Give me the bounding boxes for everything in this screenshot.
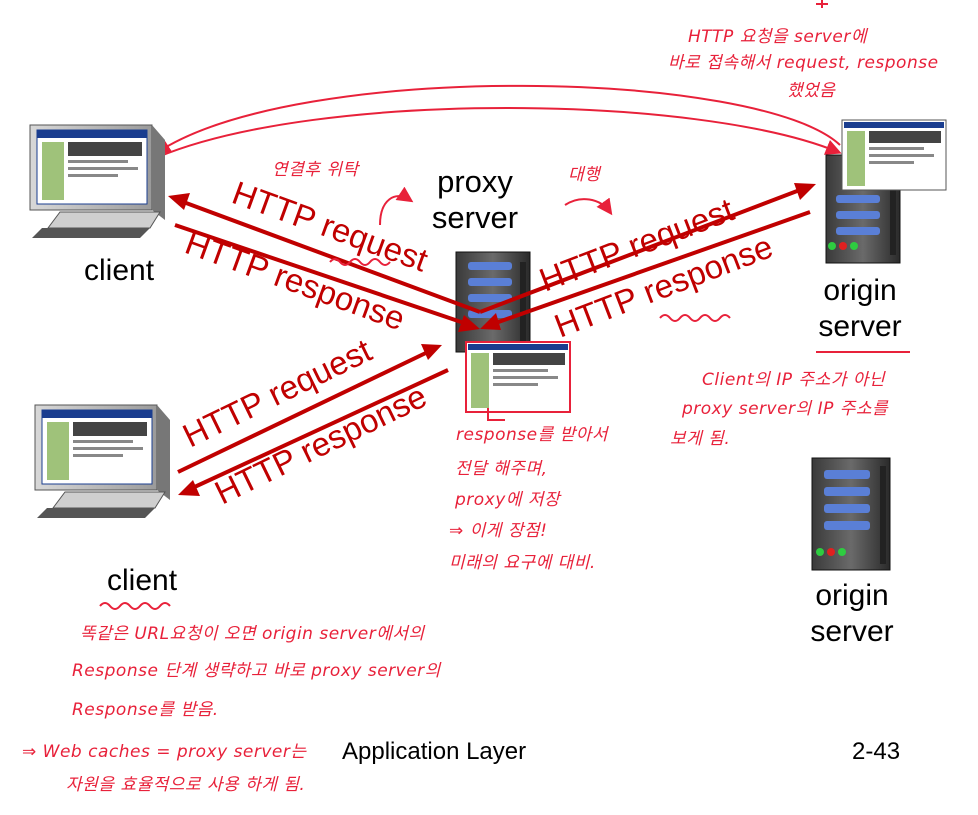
proxy-note-line5: 미래의 요구에 대비.	[449, 553, 596, 573]
origin-note-line2: proxy server의 IP 주소를	[682, 399, 889, 419]
proxy-note-line1: response를 받아서	[456, 425, 609, 445]
proxy-note-line2: 전달 해주며,	[455, 459, 548, 479]
client-computer-icon	[29, 124, 165, 238]
top-note-line3: 했었음	[787, 81, 836, 101]
top-note-line1: HTTP 요청을 server에	[688, 27, 867, 47]
bottom-note-line1: 똑같은 URL요청이 오면 origin server에서의	[80, 624, 425, 644]
direct-connection-curve	[154, 84, 841, 155]
bottom-note-line4: ⇒ Web caches = proxy server는	[22, 742, 307, 762]
delegate-right-note: 대행	[568, 165, 601, 185]
proxy-note-line4: ⇒ 이게 장점!	[449, 521, 548, 541]
arrow-line	[489, 210, 811, 327]
proxy-label-line1: proxy	[437, 164, 513, 199]
client-label: client	[107, 564, 178, 597]
top-note-line2: 바로 접속해서 request, response	[668, 53, 939, 73]
arrow-line	[177, 198, 481, 314]
arrow-line	[174, 223, 471, 327]
webpage-screenshot-icon	[841, 119, 947, 191]
client-label: client	[84, 254, 155, 287]
origin-label-line1: origin	[823, 274, 897, 307]
origin-note-line1: Client의 IP 주소가 아닌	[702, 370, 886, 390]
origin-note-line3: 보게 됨.	[670, 429, 731, 449]
arrow-line	[177, 348, 433, 474]
origin-label-line2: server	[810, 615, 894, 648]
server-tower-icon	[811, 457, 891, 571]
origin-label-line1: origin	[815, 579, 889, 612]
webpage-screenshot-icon	[465, 341, 571, 413]
origin-label-line2: server	[818, 310, 902, 343]
arrow-line	[479, 186, 806, 314]
origin-server-label: origin server	[805, 273, 915, 345]
page-number: 2-43	[852, 738, 901, 765]
direct-connection-curve-return	[157, 107, 842, 158]
footer-title: Application Layer	[342, 738, 527, 765]
origin-server-label: origin server	[797, 578, 907, 650]
proxy-label-line2: server	[431, 200, 519, 235]
proxy-note-line3: proxy에 저장	[455, 490, 561, 510]
delegate-left-note: 연결후 위탁	[272, 160, 359, 180]
server-tower-icon	[455, 251, 531, 353]
bottom-note-line3: Response를 받음.	[72, 700, 219, 720]
client-computer-icon	[34, 404, 170, 518]
bottom-note-line5: 자원을 효율적으로 사용 하게 됨.	[66, 775, 306, 795]
proxy-server-label: proxy server	[420, 164, 530, 236]
arrow-line	[187, 368, 449, 492]
bottom-note-line2: Response 단계 생략하고 바로 proxy server의	[72, 661, 441, 681]
